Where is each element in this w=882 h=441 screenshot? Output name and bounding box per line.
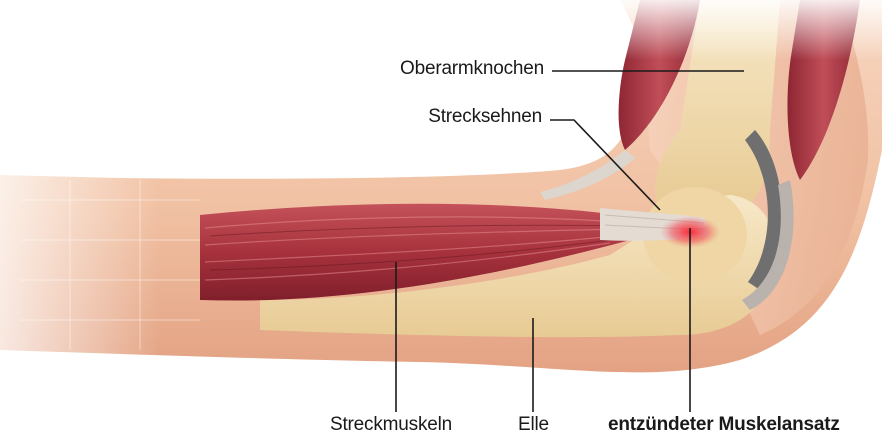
- tendons-label: Strecksehnen: [428, 106, 542, 128]
- inflamed-insertion-label: entzündeter Muskelansatz: [608, 414, 840, 436]
- muscles-label: Streckmuskeln: [330, 414, 452, 436]
- humerus-label: Oberarmknochen: [400, 58, 544, 80]
- ulna-label: Elle: [518, 414, 549, 436]
